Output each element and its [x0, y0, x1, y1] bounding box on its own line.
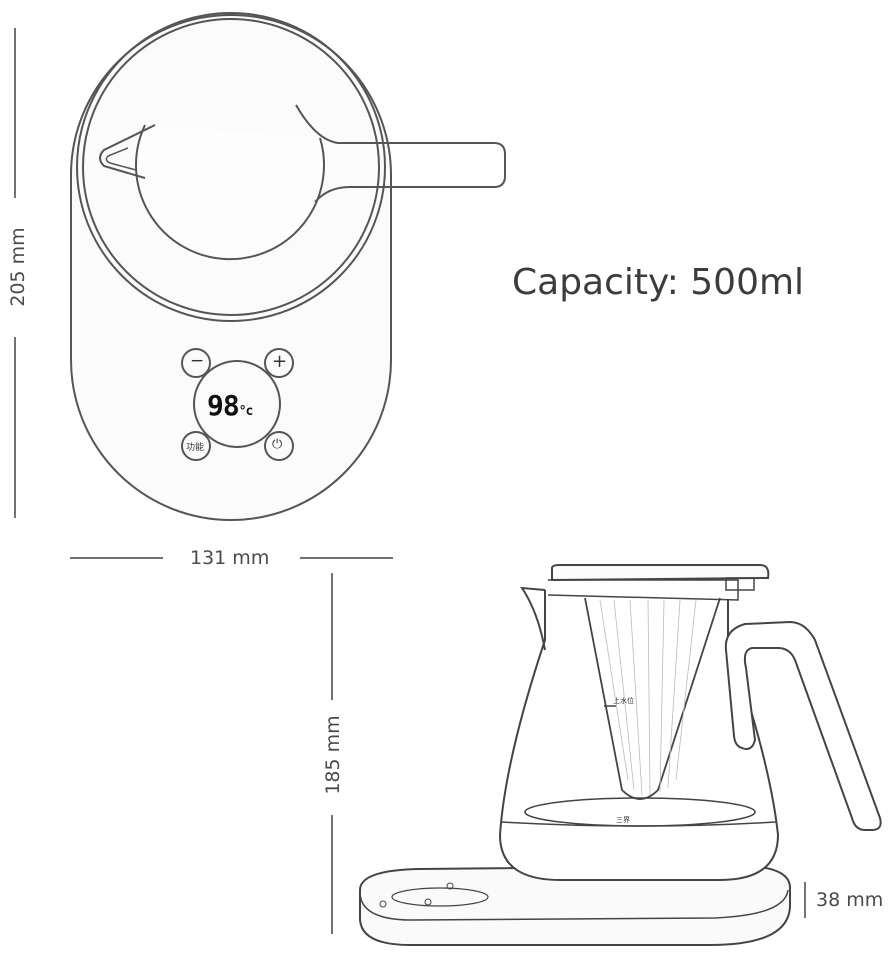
capacity-label: Capacity: 500ml — [512, 262, 805, 303]
side-view-spout — [520, 586, 546, 651]
top-height-label: 205 mm — [7, 227, 29, 307]
display-value: 98 — [207, 389, 240, 422]
side-dimension-lines — [331, 573, 806, 934]
side-view-heating-plate — [524, 797, 756, 827]
power-icon: ⏻ — [272, 437, 283, 452]
side-view — [359, 564, 882, 946]
top-view-handle — [295, 104, 506, 203]
top-width-label: 131 mm — [190, 547, 270, 569]
top-view-outer-ring — [76, 12, 386, 322]
top-view-display-ring — [193, 360, 281, 448]
side-view-base — [359, 864, 791, 946]
function-button-label: 功能 — [186, 443, 205, 453]
water-level-mark: 上水位 — [613, 697, 634, 705]
top-view — [70, 12, 506, 521]
top-view-body-outline — [70, 14, 392, 521]
top-dimension-lines — [14, 28, 393, 559]
brand-mark: 三界 — [616, 816, 630, 824]
top-view-pot-lid — [135, 124, 325, 261]
side-view-lid — [551, 564, 770, 582]
base-height-label: 38 mm — [816, 889, 884, 911]
top-view-inner-ring — [82, 18, 380, 316]
plus-button-ring — [264, 348, 294, 378]
plus-icon: + — [272, 351, 288, 372]
side-height-label: 185 mm — [322, 715, 344, 795]
temperature-display: 98°c — [207, 389, 254, 422]
side-view-filter-cone — [584, 597, 721, 800]
function-button-ring — [181, 431, 211, 461]
power-button-ring — [264, 431, 294, 461]
side-view-handle — [724, 620, 882, 831]
top-view-spout — [99, 124, 156, 179]
side-view-kettle-body — [498, 590, 780, 881]
minus-button-ring — [181, 348, 211, 378]
display-unit: °c — [238, 404, 254, 419]
minus-icon: − — [190, 351, 205, 371]
